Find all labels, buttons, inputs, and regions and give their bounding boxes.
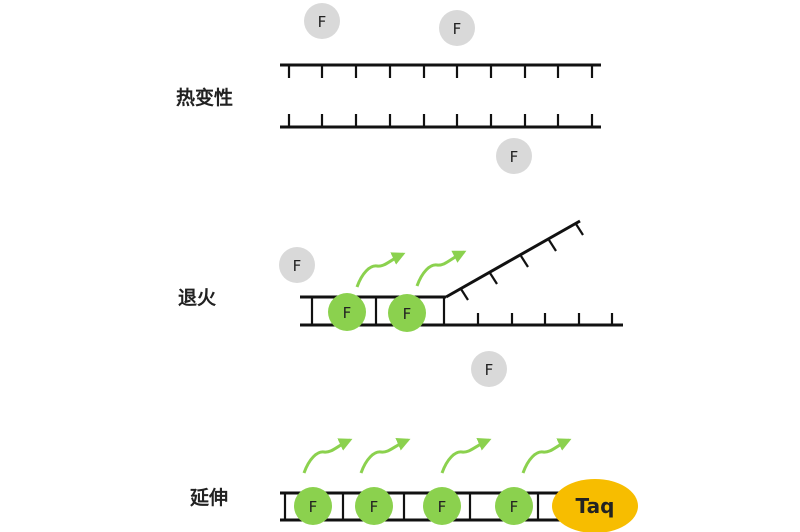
free-dye: F [279, 247, 315, 283]
fluorescence-arrow [415, 250, 467, 287]
fluorescence-arrow [440, 438, 492, 474]
fluorescence-arrow [302, 438, 353, 474]
primer-strand [300, 219, 584, 325]
fluorescence-arrow [359, 438, 411, 474]
svg-text:F: F [318, 13, 327, 31]
taq-polymerase: Taq [552, 479, 638, 532]
svg-text:F: F [510, 498, 519, 516]
svg-text:F: F [293, 257, 302, 275]
svg-text:F: F [438, 498, 447, 516]
bound-dye: F [328, 293, 366, 331]
stage-label-extend: 延伸 [189, 486, 228, 509]
bottom-strand [280, 114, 601, 129]
svg-text:F: F [485, 361, 494, 379]
svg-text:F: F [453, 20, 462, 38]
anneal-stage: 退火 [178, 219, 623, 387]
svg-text:F: F [510, 148, 519, 166]
bound-dye: F [294, 487, 332, 525]
stage-label-anneal: 退火 [178, 287, 217, 309]
free-dye: F [304, 3, 340, 39]
extend-stage: 延伸 F F F F [189, 438, 638, 532]
fluorescence-arrow [521, 438, 572, 474]
free-dye: F [471, 351, 507, 387]
svg-text:F: F [403, 305, 412, 323]
free-dye: F [439, 10, 475, 46]
bound-dye: F [388, 294, 426, 332]
svg-text:F: F [370, 498, 379, 516]
bound-dye: F [355, 487, 393, 525]
denature-stage: 热变性 [176, 3, 601, 174]
svg-text:F: F [343, 304, 352, 322]
bound-dye: F [423, 487, 461, 525]
taq-label: Taq [576, 494, 615, 518]
top-strand [280, 63, 601, 78]
free-dye: F [496, 138, 532, 174]
fluorescence-arrow [355, 252, 406, 288]
bound-dye: F [495, 487, 533, 525]
stage-label-denature: 热变性 [176, 86, 233, 109]
svg-text:F: F [309, 498, 318, 516]
